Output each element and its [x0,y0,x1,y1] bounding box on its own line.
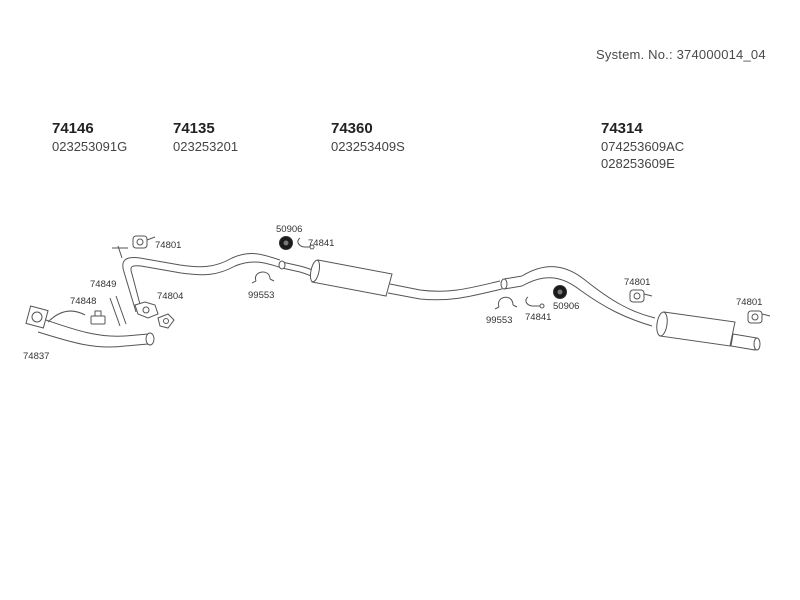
gasket-flange [134,301,175,329]
connector-pipe-rear [500,275,523,290]
flange-gasket [25,305,49,329]
bracket-rod [109,295,127,327]
callout-50906: 50906 [553,301,579,312]
callout-74801: 74801 [736,297,762,308]
oem-number: 023253409S [331,139,405,154]
center-muffler [309,259,503,301]
rear-pipe [521,266,656,327]
callout-74801: 74801 [155,240,181,251]
hanger-clamp [747,310,771,324]
callout-99553: 99553 [486,315,512,326]
oem-number: 023253091G [52,139,128,154]
sleeve-clamp [553,285,567,299]
front-pipe [37,310,155,348]
callout-74804: 74804 [157,291,183,302]
part-group-74146: 74146 023253091G [52,120,127,155]
rear-muffler [656,311,761,351]
callout-74841: 74841 [525,312,551,323]
part-number: 74146 [52,120,94,137]
callout-74801: 74801 [624,277,650,288]
clamp-ring [494,296,518,310]
callout-74841: 74841 [308,238,334,249]
part-group-74360: 74360 023253409S [331,120,405,155]
rubber-mount [90,310,106,325]
part-number: 74360 [331,120,373,137]
clamp-ring [251,271,275,284]
hanger-clamp [629,289,653,303]
callout-74848: 74848 [70,296,96,307]
sleeve-clamp [279,236,293,250]
oem-number: 023253201 [173,139,239,154]
u-bolt-clamp [297,237,315,250]
intermediate-pipe [112,245,283,313]
system-number: System. No.: 374000014_04 [596,47,766,62]
callout-99553: 99553 [248,290,274,301]
callout-74849: 74849 [90,279,116,290]
part-group-74135: 74135 023253201 [173,120,238,155]
u-bolt-clamp [525,296,545,309]
hanger-clamp [132,235,156,249]
oem-number: 074253609AC [601,139,685,154]
callout-50906: 50906 [276,224,302,235]
part-number: 74135 [173,120,215,137]
part-number: 74314 [601,120,643,137]
part-group-74314: 74314 074253609AC 028253609E [601,120,684,172]
oem-number: 028253609E [601,156,675,171]
callout-74837: 74837 [23,351,49,362]
